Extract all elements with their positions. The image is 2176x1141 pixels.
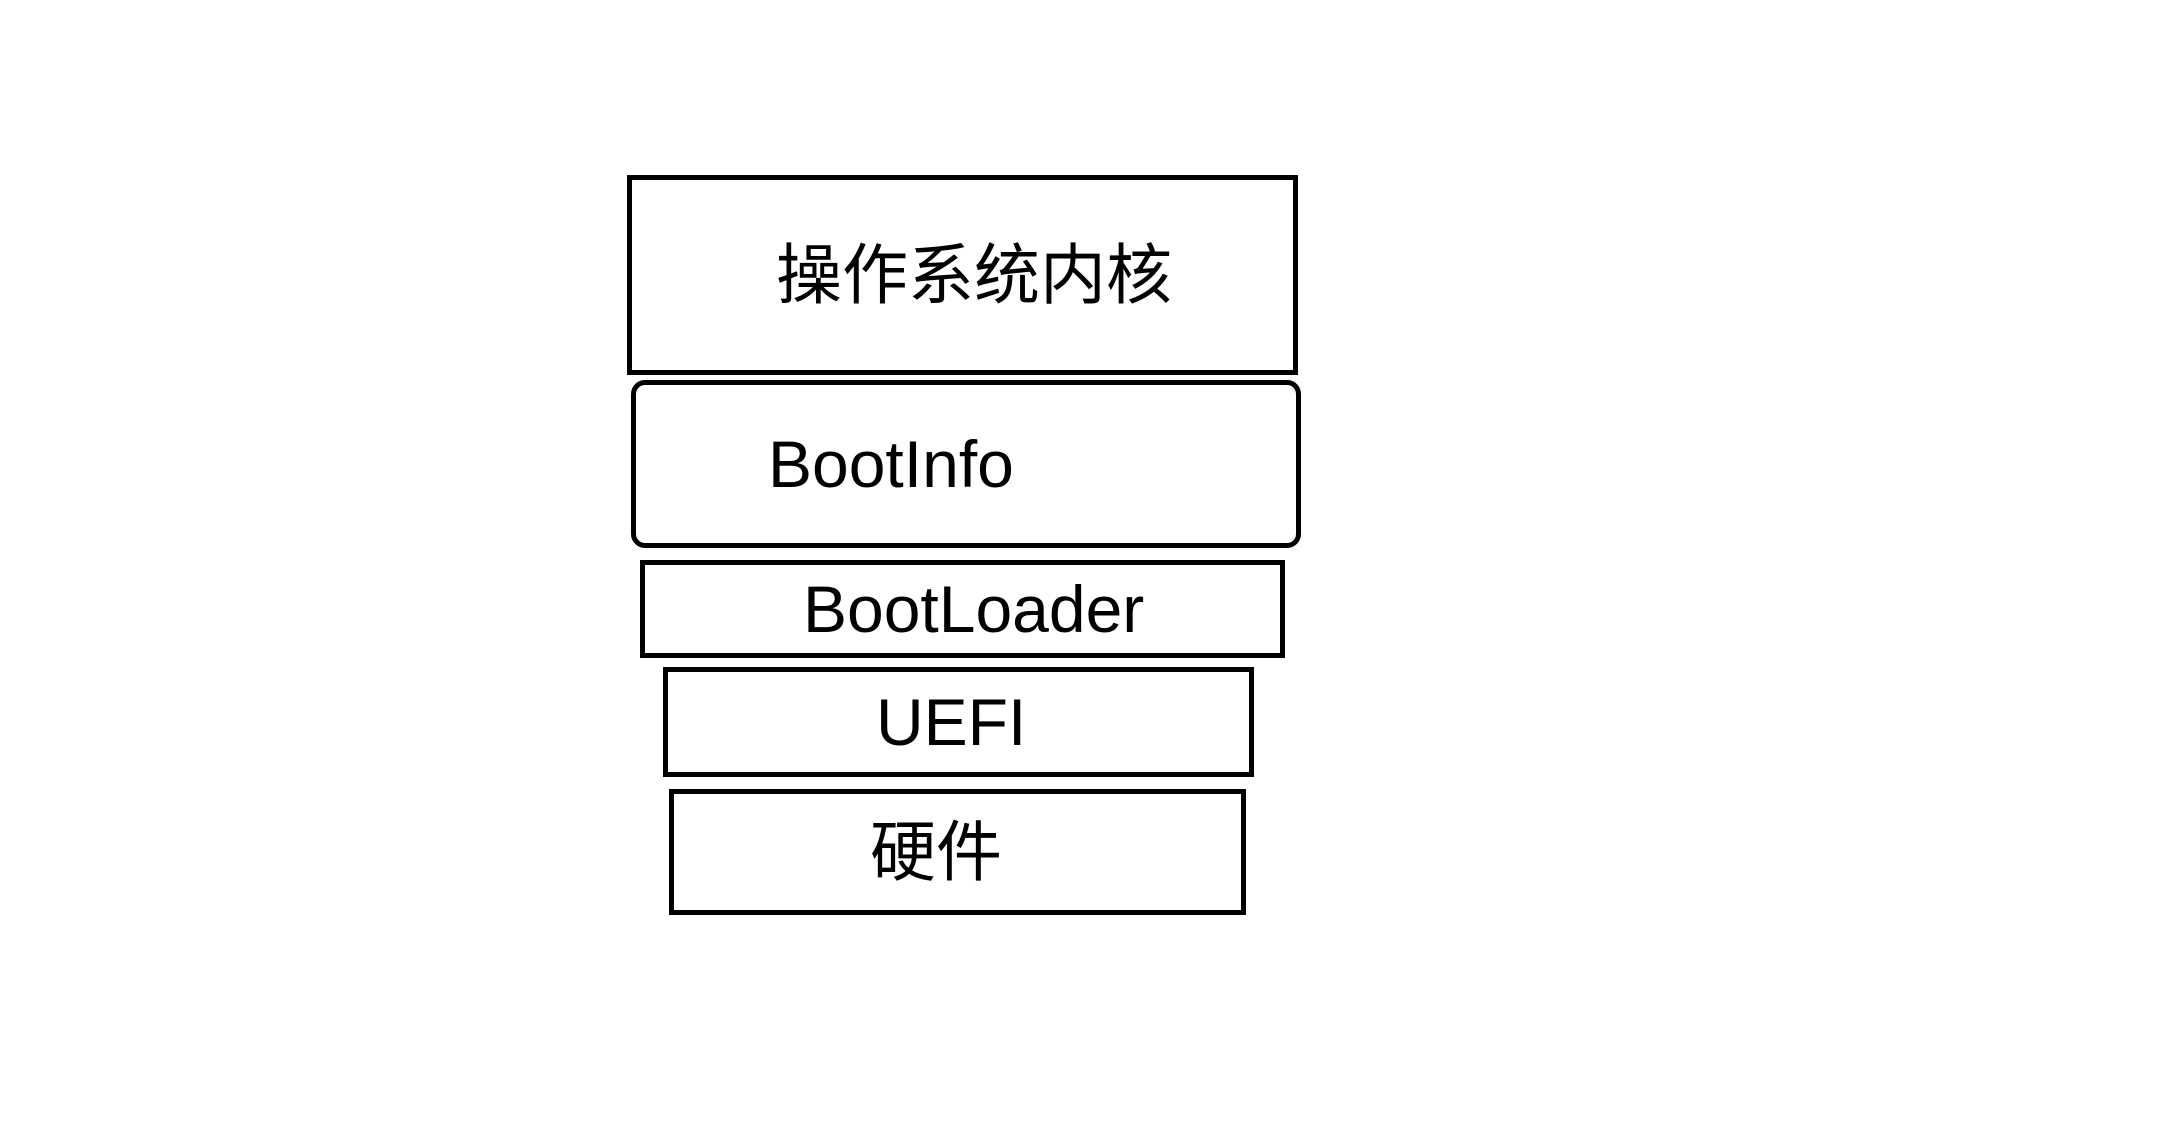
layer-box-bootloader[interactable]: BootLoader	[640, 560, 1285, 658]
layer-label-bootloader: BootLoader	[803, 572, 1145, 646]
layer-label-uefi: UEFI	[876, 685, 1027, 759]
layer-box-os-kernel[interactable]: 操作系统内核	[627, 175, 1298, 375]
layer-label-hardware: 硬件	[870, 815, 1002, 889]
layer-label-bootinfo: BootInfo	[768, 427, 1014, 501]
layer-box-bootinfo[interactable]: BootInfo	[631, 380, 1301, 548]
layer-label-os-kernel: 操作系统内核	[776, 238, 1172, 312]
layer-box-uefi[interactable]: UEFI	[663, 667, 1254, 777]
layer-box-hardware[interactable]: 硬件	[669, 789, 1246, 915]
